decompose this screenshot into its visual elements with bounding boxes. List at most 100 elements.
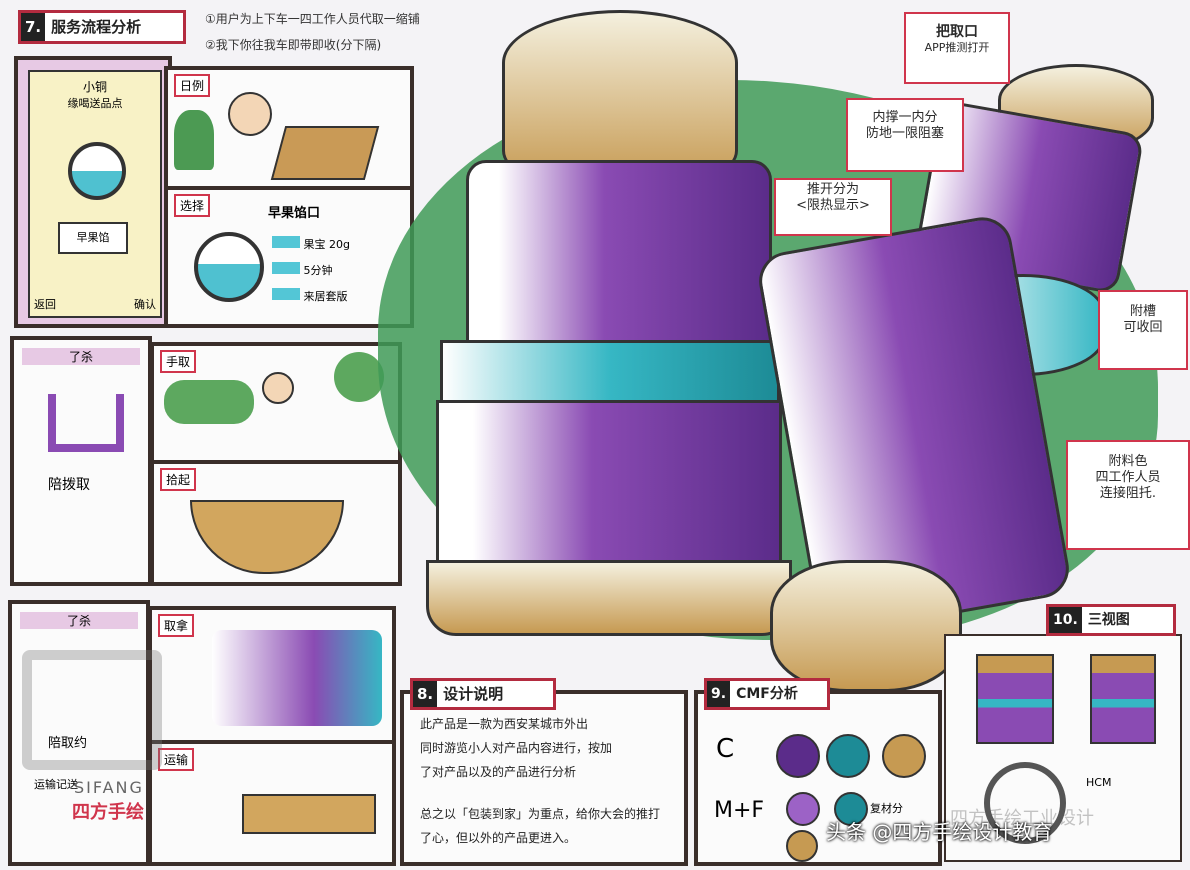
panel-label-1: 选择 <box>174 194 211 217</box>
choice-title: 早果馅口 <box>268 206 321 221</box>
section8-title: 8. 设计说明 <box>410 678 556 710</box>
annotation-grab-port: 把取口 APP推测打开 <box>904 12 1010 84</box>
person-illustration <box>228 92 272 136</box>
bottle-body-lower <box>436 400 782 576</box>
section8-title-text: 设计说明 <box>443 685 504 703</box>
section7-title: 7. 服务流程分析 <box>18 10 186 44</box>
annotation-trans-title: 推开分为 <box>806 182 859 197</box>
bottle-base <box>426 560 792 636</box>
phone1-screen: 小铜 缘喝送品点 早果馅 返回 确认 <box>28 70 162 318</box>
basket-illustration <box>270 126 380 180</box>
phone-frame-1: 小铜 缘喝送品点 早果馅 返回 确认 <box>14 56 172 328</box>
annotation-seal-title: 附槽 <box>1129 304 1156 319</box>
c-label: C <box>716 734 735 764</box>
phone2-pick-icon <box>48 394 124 452</box>
section8-line-3: 了对产品以及的产品进行分析 <box>420 765 577 779</box>
swatch-teal-mf <box>834 792 868 826</box>
swatch-purple <box>776 734 820 778</box>
phone1-right-button[interactable]: 确认 <box>134 298 156 311</box>
section8-line-5: 了心，但以外的产品更进入。 <box>420 831 577 845</box>
bottle-body-upper <box>466 160 772 356</box>
panel-row3-bottom: 运输 <box>148 740 396 866</box>
swatch-purple-mf <box>786 792 820 826</box>
annotation-trans-sub: <限热显示> <box>796 198 870 213</box>
section8-line-2: 同时游览小人对产品内容进行，按加 <box>420 741 613 755</box>
phone3-label: 陪取约 <box>48 736 88 751</box>
panel-label-4: 取拿 <box>158 614 195 637</box>
choice-option-3[interactable]: 来居套版 <box>272 288 348 304</box>
annotation-lock-sub: 防地一限阻塞 <box>865 126 944 141</box>
annotation-lock: 内撑一内分 防地一限阻塞 <box>846 98 964 172</box>
sifang-brand-cn: 四方手绘 <box>72 802 144 823</box>
annotation-trans: 推开分为 <限热显示> <box>774 178 892 236</box>
section9-title: 9. CMF分析 <box>704 678 830 710</box>
tree-illustration <box>334 352 384 402</box>
annotation-base-sub1: 四工作人员 <box>1095 470 1161 485</box>
hand-illustration <box>212 630 382 726</box>
plant-illustration <box>174 110 214 170</box>
choice-option-2[interactable]: 5分钟 <box>272 262 333 278</box>
section7-note-1: ①用户为上下车一四工作人员代取一缩铺 <box>205 12 420 26</box>
section8-number: 8. <box>413 681 438 707</box>
annotation-seal: 附槽 可收回 <box>1098 290 1188 370</box>
annotation-lock-title: 内撑一内分 <box>872 110 938 125</box>
panel-label-2: 手取 <box>160 350 197 373</box>
panel-label-0: 日例 <box>174 74 211 97</box>
panel-label-3: 拾起 <box>160 468 197 491</box>
fruit-basket-illustration <box>190 500 344 574</box>
choice-option-1[interactable]: 果宝 20g <box>272 236 350 252</box>
side-view <box>1090 654 1156 744</box>
panel-row3-top: 取拿 <box>148 606 396 744</box>
section10-note: HCM <box>1086 776 1112 789</box>
worker-illustration <box>262 372 294 404</box>
section8-box: 8. 设计说明 此产品是一款为西安某城市外出 同时游览小人对产品内容进行，按加 了… <box>400 678 688 866</box>
truck-illustration <box>242 794 376 834</box>
phone1-bowl-icon <box>68 142 126 200</box>
footer-credit: 头条 @四方手绘设计教育 <box>826 820 1053 844</box>
mf-label: M+F <box>714 798 765 823</box>
annotation-base: 附料色 四工作人员 连接阻托. <box>1066 440 1190 550</box>
phone2-label: 陪拨取 <box>48 477 90 493</box>
annotation-seal-sub: 可收回 <box>1123 320 1163 335</box>
annotation-base-title: 附料色 <box>1108 454 1148 469</box>
panel-row2-top: 手取 <box>150 342 402 464</box>
top-view <box>984 762 1066 844</box>
phone1-subtitle: 缘喝送品点 <box>67 97 123 110</box>
phone2-title: 了杀 <box>22 348 140 365</box>
sifang-logo <box>22 650 162 770</box>
phone3-title: 了杀 <box>20 612 138 629</box>
section10-box: 10. 三视图 HCM <box>944 604 1182 862</box>
section10-title-text: 三视图 <box>1087 612 1130 628</box>
section8-line-1: 此产品是一款为西安某城市外出 <box>420 717 589 731</box>
bottle-lid <box>502 10 738 186</box>
panel-row1-top: 日例 <box>164 66 414 190</box>
section7-number: 7. <box>21 13 46 41</box>
section10-number: 10. <box>1049 607 1082 633</box>
phone-frame-3: 了杀 陪取约 运输记送 <box>8 600 150 866</box>
phone1-left-button[interactable]: 返回 <box>34 298 56 311</box>
panel-row1-bottom: 选择 早果馅口 果宝 20g 5分钟 来居套版 <box>164 186 414 328</box>
annotation-grab-port-sub: APP推测打开 <box>924 41 990 54</box>
section9-title-text: CMF分析 <box>736 686 798 702</box>
panel-label-5: 运输 <box>158 748 195 771</box>
section8-line-4: 总之以「包装到家」为重点，给你大会的推打 <box>420 807 661 821</box>
panel-row2-bottom: 拾起 <box>150 460 402 586</box>
exploded-base <box>770 560 962 692</box>
choice-bowl-icon <box>194 232 264 302</box>
front-view <box>976 654 1054 744</box>
section7-title-text: 服务流程分析 <box>51 18 142 36</box>
section9-box: 9. CMF分析 C M+F 复材分 <box>694 678 942 866</box>
annotation-grab-port-title: 把取口 <box>936 24 978 40</box>
section9-number: 9. <box>707 681 731 707</box>
swatch-wood-mf <box>786 830 818 862</box>
phone-frame-2: 了杀 陪拨取 <box>10 336 152 586</box>
swatch-wood <box>882 734 926 778</box>
annotation-base-sub2: 连接阻托. <box>1099 486 1157 501</box>
main-bottle <box>426 10 792 636</box>
bottle-band <box>440 340 780 406</box>
phone3-extra: 运输记送 <box>34 778 78 791</box>
ghost-watermark: 四方手绘工业设计 <box>950 808 1094 829</box>
mf-note: 复材分 <box>870 802 903 815</box>
phone1-confirm-button[interactable]: 早果馅 <box>58 222 128 254</box>
phone1-title: 小铜 <box>82 80 107 94</box>
